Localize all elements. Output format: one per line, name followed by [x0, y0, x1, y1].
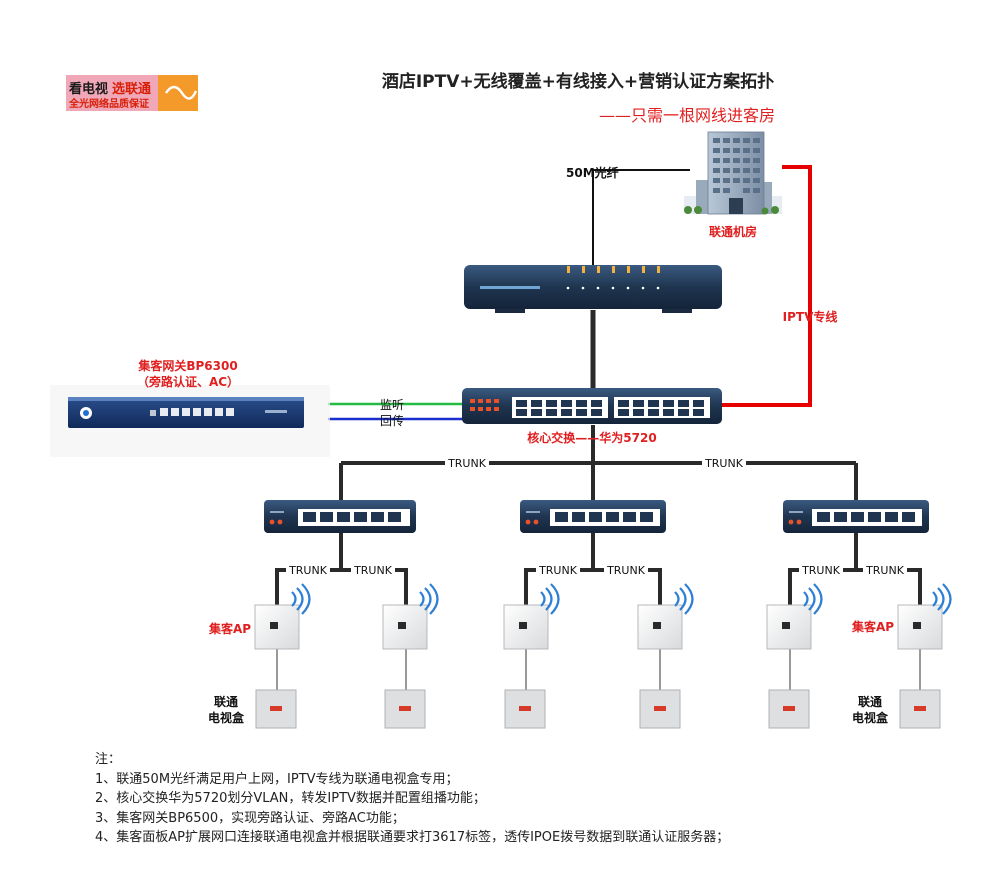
- logo-line1a: 看电视: [69, 81, 108, 97]
- page-subtitle: ——只需一根网线进客房: [599, 106, 775, 125]
- access-switch-middle: [520, 500, 666, 533]
- tv-box-4: [639, 689, 681, 729]
- panel-ap-5: [766, 583, 823, 650]
- wifi-icon: [540, 583, 560, 615]
- unicom-knot-icon: [165, 85, 198, 100]
- unicom-logo-icon: [270, 706, 282, 711]
- ap-label-right: 集客AP: [851, 619, 894, 634]
- panel-ap-6: [897, 583, 952, 650]
- unicom-logo-icon: [399, 706, 411, 711]
- datacenter-label: 联通机房: [709, 224, 757, 239]
- notes-heading: 注：: [95, 752, 122, 767]
- trunk-label: TRUNK: [447, 457, 487, 470]
- access-switch-right: [783, 500, 929, 533]
- note-item-1: 1、联通50M光纤满足用户上网，IPTV专线为联通电视盒专用；: [95, 771, 459, 787]
- tvbox-label-left-1: 联通: [214, 694, 238, 709]
- fiber-label: 50M光纤: [566, 165, 619, 180]
- unicom-logo-icon: [654, 706, 666, 711]
- ap-label-left: 集客AP: [208, 621, 251, 636]
- trunk-label: TRUNK: [353, 564, 393, 577]
- trunk-labels: TRUNK TRUNK TRUNK TRUNK TRUNK TRUNK TRUN…: [286, 456, 907, 577]
- access-switch-left: [264, 500, 416, 533]
- trunk-label: TRUNK: [704, 457, 744, 470]
- tvbox-links: [276, 649, 921, 690]
- note-item-4: 4、集客面板AP扩展网口连接联通电视盒并根据联通要求打3617标签，透传IPOE…: [95, 830, 730, 845]
- page-title: 酒店IPTV+无线覆盖+有线接入+营销认证方案拓扑: [382, 71, 774, 92]
- tv-box-3: [504, 689, 546, 729]
- note-item-3: 3、集客网关BP6500，实现旁路认证、旁路AC功能；: [95, 810, 405, 826]
- panel-ap-2: [382, 583, 439, 650]
- core-switch-label: 核心交换——华为5720: [527, 430, 656, 445]
- gateway-device: [50, 385, 330, 457]
- iptv-line-label: IPTV专线: [783, 309, 838, 324]
- trunk-distribution: [339, 425, 858, 500]
- notes-section: 注： 1、联通50M光纤满足用户上网，IPTV专线为联通电视盒专用； 2、核心交…: [95, 750, 729, 848]
- gateway-label-1: 集客网关BP6300: [137, 358, 237, 373]
- wifi-icon: [419, 583, 439, 615]
- unicom-logo-icon: [914, 706, 926, 711]
- router-device: [464, 265, 722, 313]
- logo-line2: 全光网络品质保证: [68, 97, 149, 110]
- panel-ap-4: [637, 583, 694, 650]
- monitor-label: 监听: [380, 398, 404, 412]
- tv-box-5: [768, 689, 810, 729]
- trunk-label: TRUNK: [538, 564, 578, 577]
- wifi-icon: [291, 583, 311, 615]
- trunk-label: TRUNK: [801, 564, 841, 577]
- unicom-logo-icon: [519, 706, 531, 711]
- iptv-dedicated-line: [722, 165, 812, 407]
- tvbox-label-right-2: 电视盒: [852, 710, 889, 725]
- trunk-label: TRUNK: [606, 564, 646, 577]
- wifi-icon: [674, 583, 694, 615]
- tvbox-label-right-1: 联通: [858, 694, 882, 709]
- tv-box-2: [384, 689, 426, 729]
- return-label: 回传: [380, 413, 404, 428]
- gateway-label-2: （旁路认证、AC）: [137, 374, 239, 389]
- wifi-icon: [932, 583, 952, 615]
- unicom-logo-icon: [783, 706, 795, 711]
- wifi-icon: [803, 583, 823, 615]
- trunk-label: TRUNK: [865, 564, 905, 577]
- trunk-label: TRUNK: [288, 564, 328, 577]
- panel-ap-3: [503, 583, 560, 650]
- tv-box-6: [899, 689, 941, 729]
- panel-ap-1: [254, 583, 311, 650]
- tvbox-label-left-2: 电视盒: [208, 710, 245, 725]
- note-item-2: 2、核心交换华为5720划分VLAN，转发IPTV数据并配置组播功能；: [95, 791, 486, 806]
- datacenter-building: [684, 131, 782, 215]
- unicom-logo: 看电视 选联通 全光网络品质保证: [66, 75, 198, 111]
- core-switch-device: [462, 388, 722, 424]
- logo-line1b: 选联通: [112, 81, 151, 97]
- tv-box-1: [255, 689, 297, 729]
